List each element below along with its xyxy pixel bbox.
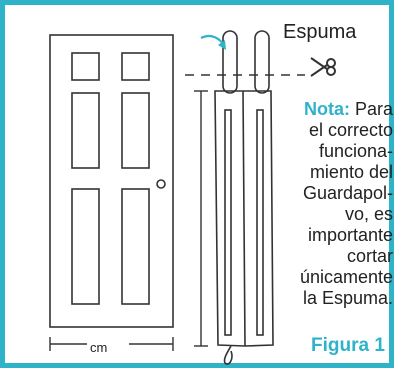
door-outline <box>49 34 174 328</box>
note-line: Para <box>349 99 393 119</box>
note-line: Guardapol- <box>302 183 393 203</box>
sleeve-slot <box>256 109 264 336</box>
width-dimension <box>49 337 174 351</box>
figure-caption: Figura 1 <box>311 335 385 356</box>
foam-tube <box>254 30 270 94</box>
note-line: funciona- <box>318 141 393 161</box>
door-diagram <box>49 30 336 365</box>
note-line: vo, es <box>344 204 393 224</box>
note-line: el correcto <box>308 120 393 140</box>
note-line: miento del <box>309 162 393 182</box>
door-panel <box>71 92 100 169</box>
height-dimension <box>194 90 208 347</box>
door-knob <box>156 179 166 189</box>
door-panel <box>121 92 150 169</box>
door-panel <box>121 188 150 305</box>
foam-label: Espuma <box>283 21 357 43</box>
width-label: cm <box>90 340 108 355</box>
scissors-icon <box>310 57 336 77</box>
note-title: Nota: <box>303 99 350 119</box>
door <box>49 34 174 328</box>
note-line: importante <box>307 225 393 245</box>
note-line: cortar <box>346 246 393 266</box>
sleeve-seam <box>242 90 246 347</box>
note-line: únicamente <box>299 267 393 287</box>
door-panel <box>71 52 100 81</box>
door-panel <box>121 52 150 81</box>
note: Nota: Para el correcto funciona- miento … <box>273 99 393 309</box>
foam-tube <box>222 30 238 94</box>
curved-arrow-icon <box>200 34 226 50</box>
fabric-sleeve <box>214 90 274 347</box>
draft-stopper <box>214 30 274 365</box>
note-line: la Espuma. <box>302 288 393 308</box>
door-panel <box>71 188 100 305</box>
pull-loop <box>223 345 233 365</box>
sleeve-slot <box>224 109 232 336</box>
